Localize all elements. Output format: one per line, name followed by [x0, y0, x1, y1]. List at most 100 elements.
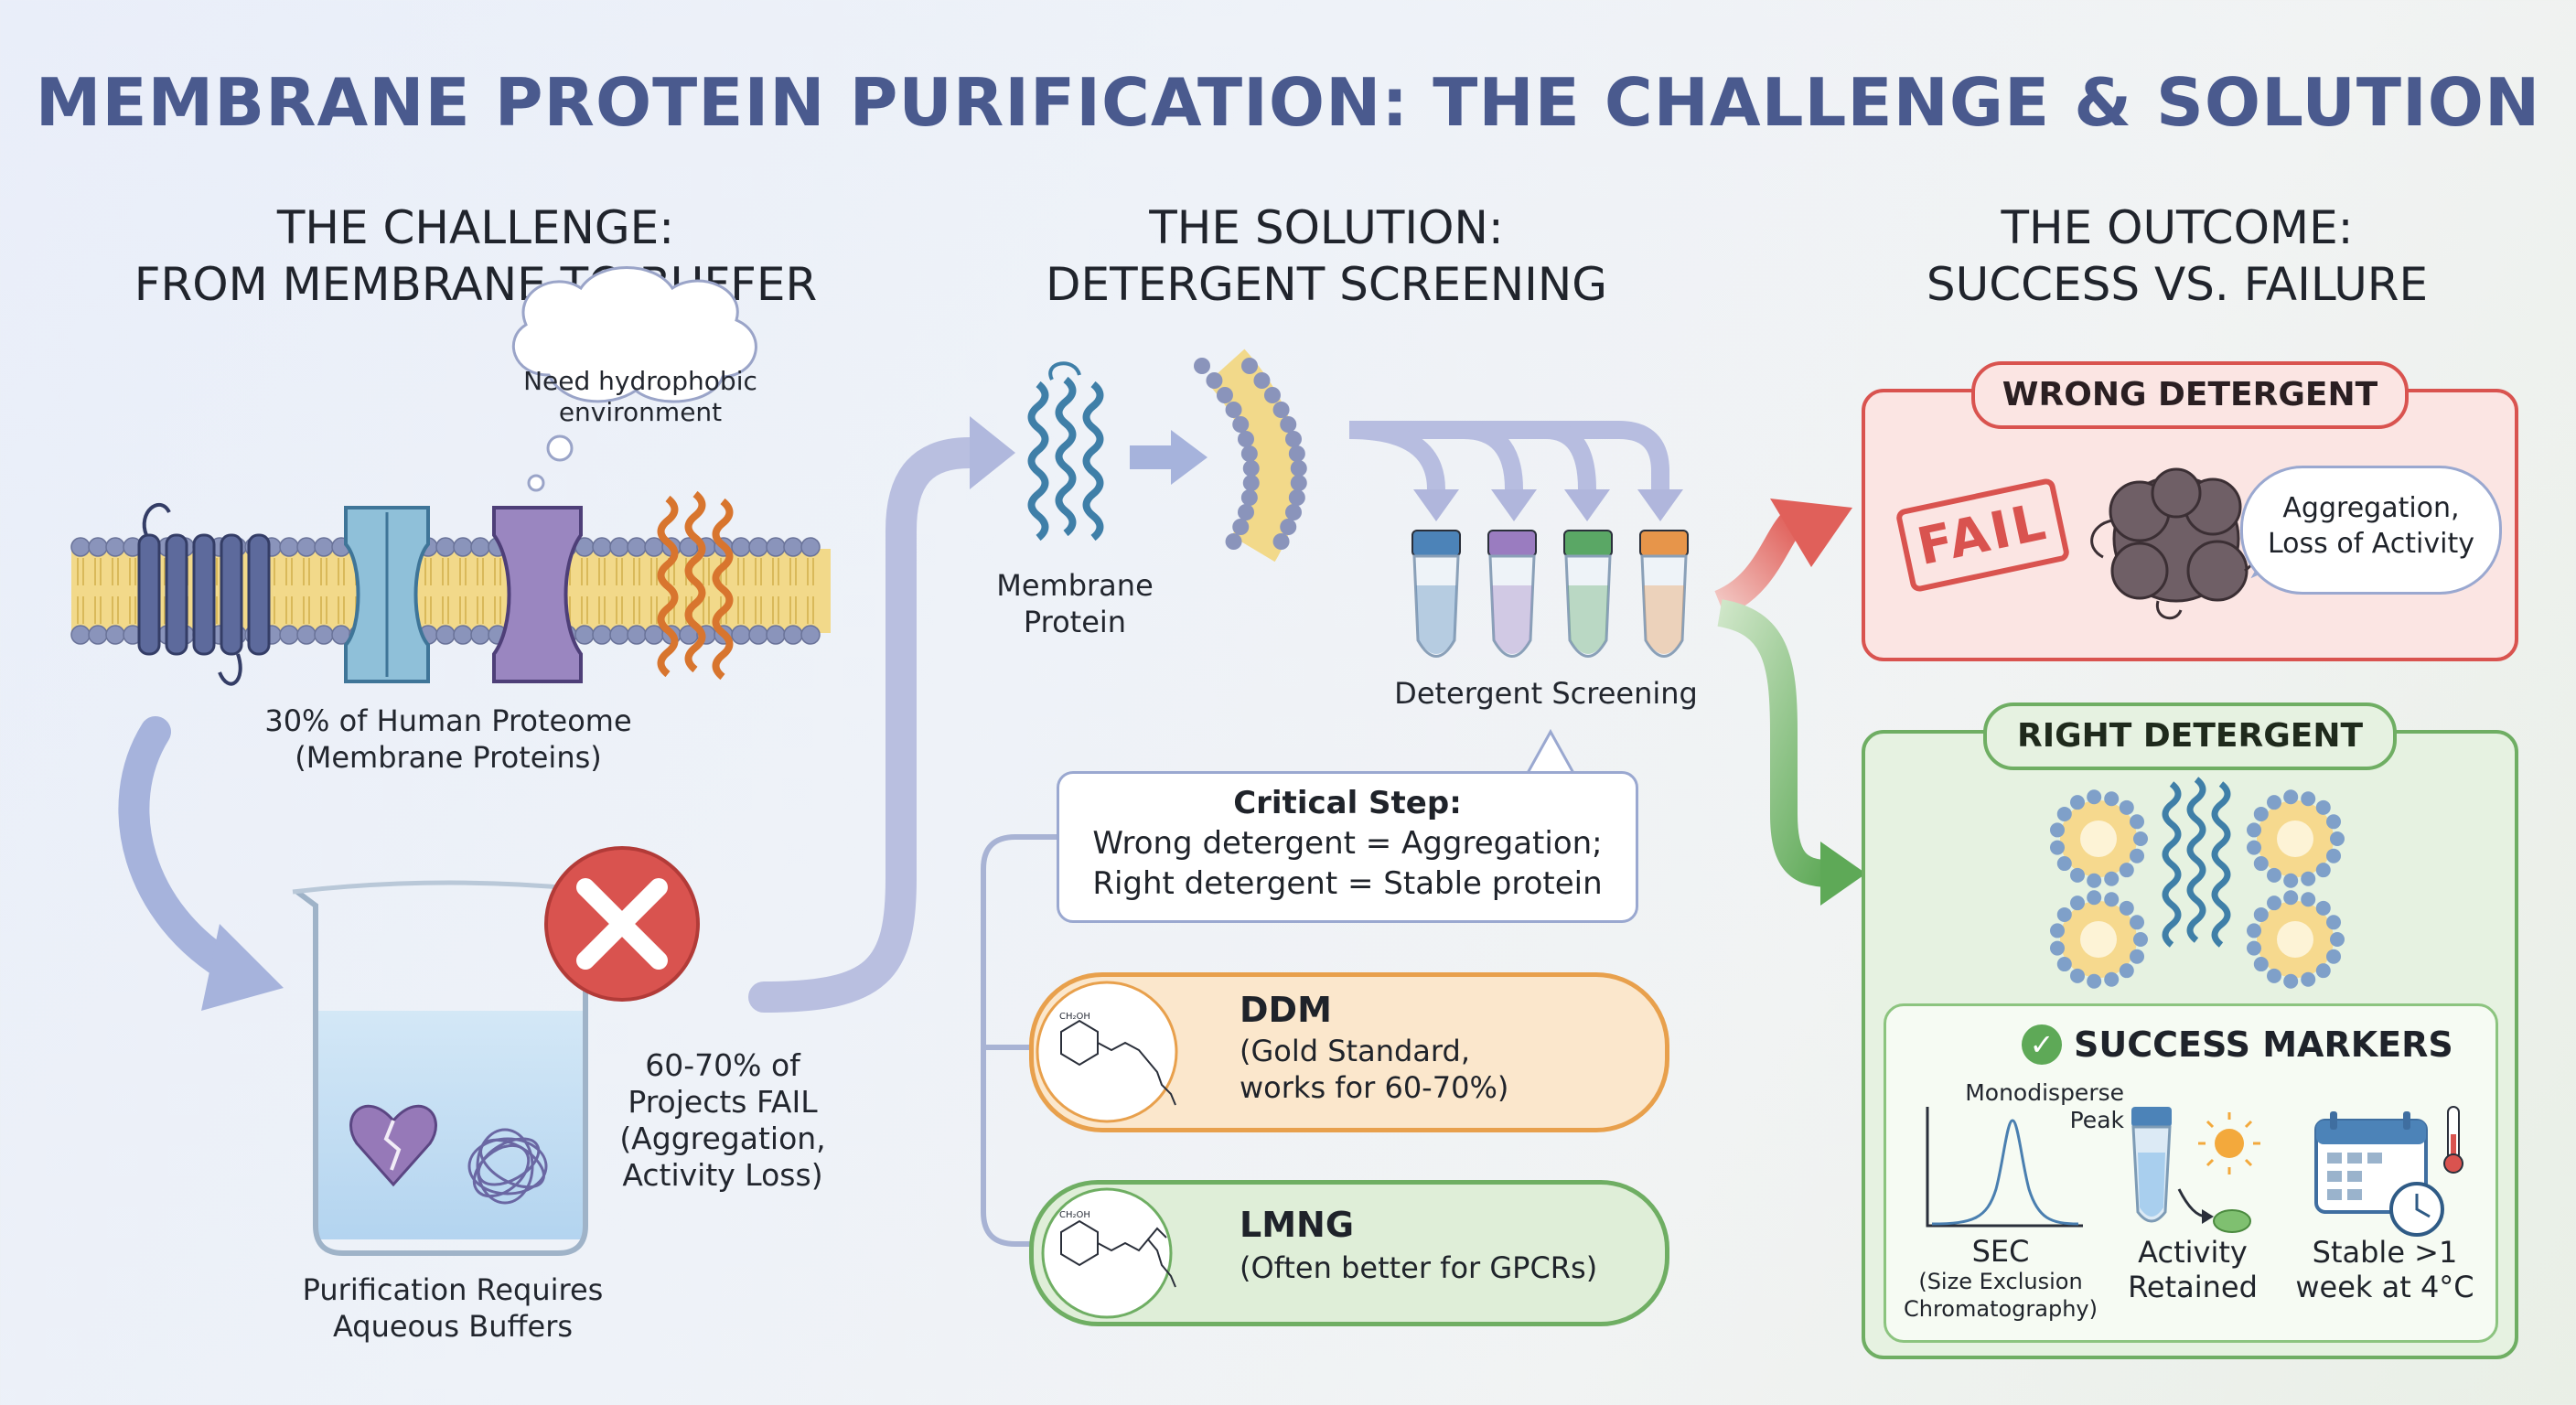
micelle-4-icon	[2247, 890, 2345, 989]
sun-icon	[2198, 1112, 2260, 1174]
micelle-2-icon	[2247, 789, 2345, 888]
svg-text:CH₂OH: CH₂OH	[1059, 1012, 1090, 1022]
screening-arrows-icon	[1348, 421, 1669, 490]
membrane-protein-caption: Membrane Protein	[961, 567, 1189, 640]
beaker-caption: Purification Requires Aqueous Buffers	[220, 1271, 686, 1345]
test-tube-4-icon	[1639, 530, 1689, 658]
membrane-protein-line2: Protein	[1023, 605, 1127, 639]
activity-line2: Retained	[2128, 1270, 2258, 1304]
success-markers-box: ✓ SUCCESS MARKERS	[1884, 1003, 2498, 1343]
helical-protein-icon	[657, 490, 734, 681]
channel-protein-icon	[344, 506, 430, 683]
wrong-outcome-bubble: Aggregation, Loss of Activity	[2240, 466, 2502, 595]
arrow-to-success-icon	[1717, 599, 1830, 887]
wrong-detergent-panel: FAIL Aggregation, Loss of Activity	[1862, 389, 2518, 661]
proteome-line2: (Membrane Proteins)	[295, 740, 602, 775]
beaker-icon	[292, 880, 609, 1256]
thought-bubble-icon	[511, 266, 757, 492]
lmng-line1: (Often better for GPCRs)	[1240, 1250, 1598, 1285]
svg-text:CH₂OH: CH₂OH	[1059, 1210, 1090, 1220]
outcome-heading-line2: SUCCESS VS. FAILURE	[1926, 258, 2429, 311]
wrong-outcome-line2: Loss of Activity	[2268, 528, 2474, 560]
arrow-to-beaker-icon	[118, 716, 249, 985]
membrane-protein-helix-icon	[1027, 361, 1104, 542]
beaker-line2: Aqueous Buffers	[332, 1309, 574, 1344]
right-detergent-panel: ✓ SUCCESS MARKERS	[1862, 730, 2518, 1359]
wrong-detergent-title: WRONG DETERGENT	[2002, 376, 2378, 413]
proteome-caption: 30% of Human Proteome (Membrane Proteins…	[183, 702, 714, 776]
ddm-structure-icon: CH₂OH	[1036, 981, 1178, 1123]
right-detergent-title: RIGHT DETERGENT	[2016, 717, 2364, 755]
success-markers-title: SUCCESS MARKERS	[2074, 1024, 2453, 1065]
wrong-detergent-tab: WRONG DETERGENT	[1971, 361, 2409, 429]
right-detergent-tab: RIGHT DETERGENT	[1983, 702, 2397, 770]
screening-label: Detergent Screening	[1394, 676, 1698, 711]
sec-line2: Chromatography)	[1904, 1296, 2098, 1322]
arrow-to-success-head-icon	[1820, 842, 1866, 906]
detergent-bracket-icon	[981, 834, 1057, 1247]
page-title: MEMBRANE PROTEIN PURIFICATION: THE CHALL…	[35, 64, 2541, 141]
activity-tube-icon	[2131, 1107, 2251, 1233]
arrow-to-solution-head-icon	[970, 416, 1015, 489]
success-markers-art	[1926, 1106, 2463, 1237]
broken-heart-icon	[349, 1104, 437, 1187]
critical-step-callout: Critical Step: Wrong detergent = Aggrega…	[1057, 771, 1638, 923]
fail-rate-line3: (Aggregation,	[619, 1121, 826, 1156]
micelle-1-icon	[2050, 789, 2148, 888]
arrow-to-micelle-head-icon	[1171, 430, 1208, 485]
stable-line1: Stable >1	[2312, 1235, 2458, 1270]
stable-line2: week at 4°C	[2295, 1270, 2474, 1304]
fail-rate-caption: 60-70% of Projects FAIL (Aggregation, Ac…	[576, 1047, 869, 1194]
activity-line1: Activity	[2138, 1235, 2248, 1270]
peak-line1: Monodisperse	[1965, 1079, 2124, 1106]
activity-caption: Activity Retained	[2115, 1235, 2270, 1304]
test-tube-2-icon	[1487, 530, 1537, 658]
fail-x-icon	[544, 846, 700, 1002]
ddm-line2: works for 60-70%)	[1240, 1070, 1509, 1105]
sec-line1: (Size Exclusion	[1918, 1269, 2083, 1294]
stable-protein-helix-icon	[2162, 777, 2231, 948]
gpcr-protein-icon	[137, 502, 271, 686]
fail-rate-line1: 60-70% of	[645, 1047, 800, 1083]
outcome-heading-line1: THE OUTCOME:	[2001, 201, 2354, 254]
aggregate-blob-icon	[2109, 467, 2249, 603]
solution-heading: THE SOLUTION: DETERGENT SCREENING	[924, 199, 1729, 313]
ddm-line1: (Gold Standard,	[1240, 1034, 1470, 1068]
fail-rate-line4: Activity Loss)	[622, 1157, 823, 1193]
peak-caption: Monodisperse Peak	[1941, 1079, 2124, 1134]
thought-line2: environment	[558, 397, 723, 427]
test-tube-1-icon	[1411, 530, 1461, 658]
thought-bubble-text: Need hydrophobic environment	[517, 366, 764, 428]
peak-line2: Peak	[2069, 1107, 2124, 1133]
beaker-line1: Purification Requires	[302, 1272, 604, 1307]
lmng-card: CH₂OH LMNG (Often better for GPCRs)	[1029, 1180, 1669, 1326]
screening-arrowheads-icon	[1413, 489, 1683, 521]
transporter-protein-icon	[492, 506, 583, 683]
arrow-to-solution-icon	[748, 437, 985, 1013]
test-tubes-group	[1411, 530, 1689, 658]
test-tube-3-icon	[1563, 530, 1613, 658]
challenge-heading-line1: THE CHALLENGE:	[276, 201, 675, 254]
fail-rate-line2: Projects FAIL	[628, 1084, 818, 1120]
curved-bilayer-icon	[1194, 349, 1307, 563]
check-icon: ✓	[2022, 1024, 2062, 1065]
proteome-line1: 30% of Human Proteome	[264, 703, 632, 738]
micelle-3-icon	[2050, 890, 2148, 989]
stable-protein-art	[2050, 777, 2345, 989]
solution-heading-line1: THE SOLUTION:	[1149, 201, 1504, 254]
ddm-card: CH₂OH DDM (Gold Standard, works for 60-7…	[1029, 972, 1669, 1132]
wrong-outcome-line1: Aggregation,	[2282, 492, 2460, 524]
critical-step-line1: Wrong detergent = Aggregation;	[1092, 825, 1603, 862]
sec-caption: SEC (Size Exclusion Chromatography)	[1895, 1235, 2106, 1323]
critical-step-line2: Right detergent = Stable protein	[1092, 865, 1603, 902]
thermometer-icon	[2443, 1106, 2463, 1174]
sec-title: SEC	[1971, 1234, 2030, 1269]
aggregate-tangle-icon	[467, 1128, 548, 1205]
arrow-to-beaker-head-icon	[201, 924, 284, 1011]
stable-caption: Stable >1 week at 4°C	[2289, 1235, 2481, 1304]
lmng-name: LMNG	[1240, 1205, 1355, 1245]
clock-icon	[2389, 1182, 2444, 1237]
thought-line1: Need hydrophobic	[523, 366, 757, 396]
lmng-structure-icon: CH₂OH	[1041, 1187, 1176, 1319]
